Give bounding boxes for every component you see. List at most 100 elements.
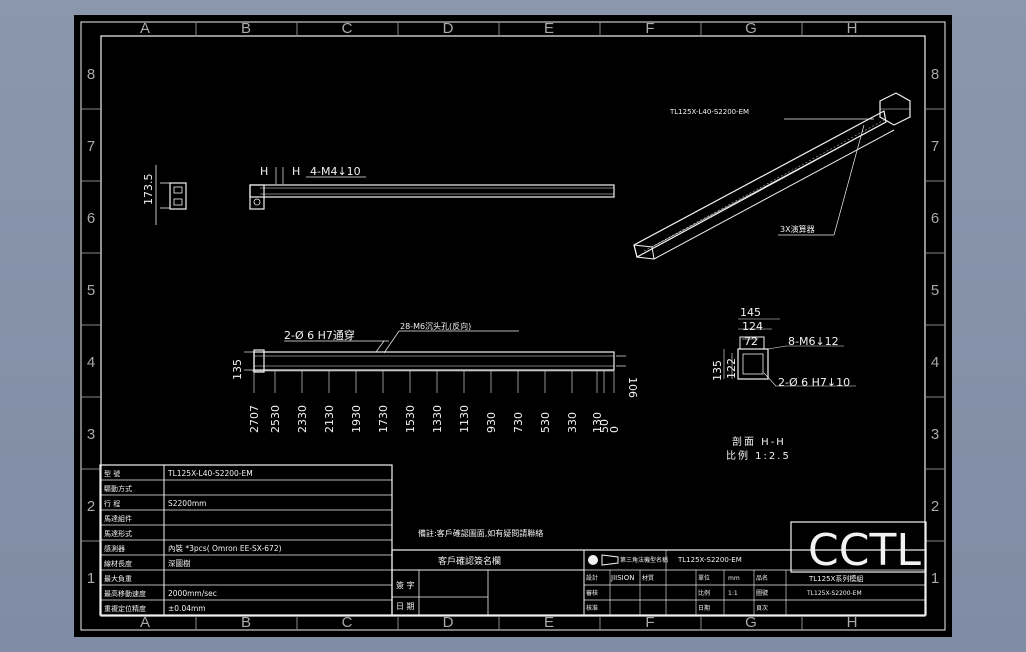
side-hole-note: 4-M4↓10 [310, 165, 361, 178]
zone-column-B-bottom: B [241, 614, 251, 631]
zone-column-H-top: H [847, 20, 858, 37]
spec-label-3: 馬達組件 [104, 514, 132, 523]
zone-column-G-top: G [745, 20, 757, 37]
zone-row-5-right: 5 [931, 282, 939, 299]
position-label-0: 0 [608, 426, 621, 433]
model-value: TL125X-S2200-EM [677, 556, 742, 564]
drawing-no-label: 圖號 [756, 589, 768, 597]
spec-label-1: 驅動方式 [104, 484, 132, 493]
zone-row-3-right: 3 [931, 426, 939, 443]
top-pin-note: 2-Ø 6 H7通穿 [284, 328, 355, 342]
zone-row-5-left: 5 [87, 282, 95, 299]
section-thread-note: 8-M6↓12 [788, 335, 839, 348]
zone-row-7-right: 7 [931, 138, 939, 155]
unit-value: mm [728, 575, 740, 582]
material-label: 材質 [642, 574, 654, 582]
position-label-1330: 1330 [431, 405, 444, 433]
top-left-dim: 135 [231, 359, 244, 380]
designer-value: JIISION [610, 574, 634, 582]
zone-column-D-bottom: D [443, 614, 454, 631]
section-dim-135: 135 [711, 360, 724, 381]
position-label-50: 50 [598, 419, 611, 433]
position-label-730: 730 [512, 412, 525, 433]
date-label-2: 日期 [698, 604, 710, 612]
position-label-1930: 1930 [350, 405, 363, 433]
position-label-530: 530 [539, 412, 552, 433]
spec-label-7: 最大負重 [104, 574, 132, 583]
spec-value-5: 內裝 *3pcs( Omron EE-SX-672) [168, 543, 282, 553]
projection-label: 第三角法 [620, 556, 644, 564]
position-label-2330: 2330 [296, 405, 309, 433]
side-height-dim: 173.5 [142, 174, 155, 206]
projection-circle-icon [588, 555, 598, 565]
section-mark-left: H [260, 165, 268, 178]
section-dim-72: 72 [744, 335, 758, 348]
zone-row-6-left: 6 [87, 210, 95, 227]
top-thread-note: 28-M6沉头孔(反向) [400, 321, 471, 331]
position-label-1730: 1730 [377, 405, 390, 433]
zone-column-A-top: A [140, 20, 150, 37]
zone-column-F-top: F [645, 20, 654, 37]
sign-label: 簽 字 [396, 580, 415, 590]
check-label: 審核 [586, 589, 598, 597]
series-value: TL125X系列模組 [808, 574, 863, 583]
section-pin-note: 2-Ø 6 H7↓10 [778, 376, 850, 389]
zone-row-4-left: 4 [87, 354, 95, 371]
outer-border [80, 21, 946, 631]
section-dim-145: 145 [740, 306, 761, 319]
name-label: 品名 [756, 574, 768, 582]
spec-label-9: 重複定位精度 [104, 604, 146, 613]
spec-value-8: 2000mm/sec [168, 589, 217, 598]
zone-row-8-right: 8 [931, 66, 939, 83]
zone-row-4-right: 4 [931, 354, 939, 371]
scale-value: 1:1 [728, 590, 738, 597]
model-field-label: 機型名稱 [644, 556, 668, 564]
zone-column-D-top: D [443, 20, 454, 37]
brand-logo: CCTL [808, 525, 921, 576]
side-view: 173.5 H H 4-M4↓10 [142, 165, 615, 225]
drawing-no-value: TL125X-S2200-EM [806, 590, 862, 597]
spec-value-6: 深圖樹 [168, 558, 191, 568]
drawing-note: 備註:客戶確認圖面,如有疑問請聯絡 [418, 528, 543, 538]
projection-cone-icon [601, 554, 619, 566]
position-label-130: 130 [591, 412, 604, 433]
position-label-2130: 2130 [323, 405, 336, 433]
inner-border [100, 35, 926, 617]
zone-row-2-left: 2 [87, 498, 95, 515]
zone-column-C-top: C [342, 20, 353, 37]
spec-label-6: 線材長度 [104, 559, 132, 568]
spec-label-0: 型 號 [104, 469, 120, 478]
position-label-1530: 1530 [404, 405, 417, 433]
section-caption: 剖面 H-H [732, 435, 786, 448]
unit-label: 單位 [698, 574, 710, 582]
spec-label-5: 感測器 [104, 544, 125, 553]
zone-row-3-left: 3 [87, 426, 95, 443]
position-label-1130: 1130 [458, 405, 471, 433]
sheet-label: 頁次 [756, 604, 768, 612]
section-view: 145 124 72 135 122 8-M6↓12 2-Ø 6 H7↓10 剖… [711, 306, 856, 462]
title-block: CCTL 客戶確認簽名欄 簽 字 日 期 第三角法 機型名稱 TL125X-S2… [391, 521, 927, 616]
position-label-330: 330 [566, 412, 579, 433]
spec-value-9: ±0.04mm [168, 604, 206, 613]
iso-parts-note: 3X演算器 [780, 224, 815, 234]
zone-row-1-right: 1 [931, 570, 939, 587]
designer-label: 設計 [586, 574, 598, 582]
spec-value-2: S2200mm [168, 499, 206, 508]
zone-column-C-bottom: C [342, 614, 353, 631]
scale-label: 比例 [698, 589, 710, 597]
approval-title: 客戶確認簽名欄 [438, 555, 501, 567]
zone-column-A-bottom: A [140, 614, 150, 631]
position-label-930: 930 [485, 412, 498, 433]
zone-row-7-left: 7 [87, 138, 95, 155]
spec-label-2: 行 程 [104, 499, 120, 508]
zone-column-B-top: B [241, 20, 251, 37]
zone-column-E-bottom: E [544, 614, 554, 631]
zone-column-F-bottom: F [645, 614, 654, 631]
zone-column-G-bottom: G [745, 614, 757, 631]
iso-model-label: TL125X-L40-S2200-EM [669, 108, 749, 116]
spec-value-0: TL125X-L40-S2200-EM [167, 469, 253, 478]
approve-label: 核准 [586, 604, 598, 612]
date-label: 日 期 [396, 602, 415, 611]
